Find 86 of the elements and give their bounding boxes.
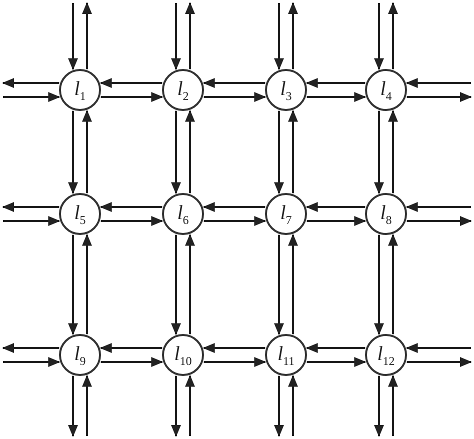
arrow	[288, 374, 298, 436]
arrow	[374, 110, 384, 194]
arrow	[388, 110, 398, 194]
arrow	[388, 234, 398, 334]
arrow	[388, 374, 398, 436]
arrow	[185, 2, 195, 70]
arrow	[388, 2, 398, 70]
node-label: l$_{1}$	[74, 78, 86, 102]
arrow	[82, 110, 92, 194]
arrow	[204, 357, 266, 367]
arrow	[185, 374, 195, 436]
node-label: l$_{9}$	[74, 344, 86, 366]
arrow	[306, 78, 366, 88]
node-circle	[162, 69, 204, 111]
node-circle	[162, 334, 204, 376]
arrow	[100, 92, 164, 102]
arrow	[171, 234, 181, 336]
arrow	[202, 343, 266, 353]
node-circle	[59, 193, 101, 235]
arrow	[2, 343, 60, 353]
arrow	[68, 234, 78, 336]
arrow	[68, 3, 78, 70]
arrow	[374, 376, 384, 437]
arrow	[374, 3, 384, 70]
node-label: l$_{6}$	[177, 202, 189, 226]
node-circle	[162, 193, 204, 235]
arrow	[204, 216, 266, 226]
arrow	[306, 216, 366, 226]
arrow	[288, 110, 298, 194]
arrow	[100, 202, 162, 212]
arrow	[406, 216, 472, 226]
arrow	[171, 376, 181, 437]
arrow	[68, 376, 78, 437]
arrow	[82, 2, 92, 70]
node-label: l$_{10}$	[174, 344, 192, 366]
arrow	[406, 357, 472, 367]
node-circle	[365, 334, 407, 376]
arrow	[3, 357, 60, 367]
arrow	[100, 78, 162, 88]
arrow	[274, 376, 284, 437]
arrow	[306, 357, 366, 367]
arrow	[3, 92, 60, 102]
arrow	[306, 343, 366, 353]
arrow	[82, 234, 92, 334]
node-circle	[265, 334, 307, 376]
node-circle	[59, 69, 101, 111]
node-label: l$_{8}$	[380, 202, 392, 226]
arrow	[100, 343, 162, 353]
arrow	[100, 216, 164, 226]
arrow	[274, 110, 284, 194]
node-label: l$_{7}$	[280, 202, 292, 226]
arrow	[68, 110, 78, 194]
node-circle	[365, 193, 407, 235]
arrow	[2, 202, 60, 212]
node-label: l$_{12}$	[377, 344, 395, 366]
node-label: l$_{2}$	[177, 78, 189, 102]
arrow	[3, 216, 60, 226]
arrow	[185, 110, 195, 194]
node-circle	[265, 69, 307, 111]
arrow	[274, 234, 284, 336]
node-circle	[365, 69, 407, 111]
arrow	[406, 343, 471, 353]
node-circle	[59, 334, 101, 376]
node-label: l$_{3}$	[280, 78, 292, 102]
node-label: l$_{11}$	[277, 344, 295, 366]
arrow	[406, 202, 471, 212]
arrow	[202, 202, 266, 212]
arrow	[82, 374, 92, 436]
arrow	[288, 2, 298, 70]
arrow	[185, 234, 195, 334]
arrow	[171, 110, 181, 194]
arrow	[374, 234, 384, 336]
arrow	[406, 78, 471, 88]
arrow	[204, 92, 266, 102]
arrow	[406, 92, 472, 102]
arrow	[306, 92, 366, 102]
node-label: l$_{5}$	[74, 202, 86, 226]
arrow	[274, 3, 284, 70]
arrow	[202, 78, 266, 88]
arrow	[288, 234, 298, 334]
arrow	[2, 78, 60, 88]
arrow	[171, 3, 181, 70]
arrow	[100, 357, 164, 367]
node-circle	[265, 193, 307, 235]
node-label: l$_{4}$	[380, 78, 392, 102]
arrow	[306, 202, 366, 212]
